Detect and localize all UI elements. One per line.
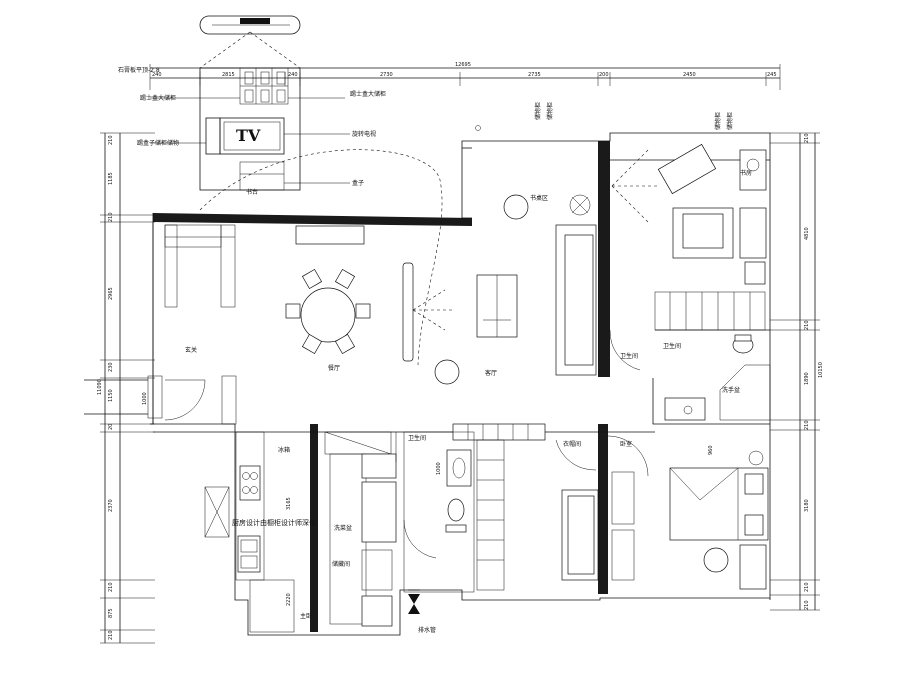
dim-left-0: 210: [108, 135, 114, 145]
label-cab-left2: 踢盒子储柜储物: [137, 139, 179, 147]
dim-left-2: 210: [108, 212, 114, 222]
dim-top-6: 2450: [683, 72, 696, 78]
second-bedroom: 衣帽间: [452, 423, 599, 591]
study-room: 储物柜 储物柜: [611, 112, 767, 285]
label-top-mid-1: 储物柜: [546, 102, 554, 120]
dim-left-9: 210: [108, 582, 114, 592]
dim-top-3: 2730: [380, 72, 393, 78]
dim-top-2: 240: [288, 72, 298, 78]
label-dining: 餐厅: [328, 364, 340, 372]
label-cab-left: 踢士盒大储柜: [140, 94, 176, 102]
dim-total-top: 12695: [455, 62, 471, 68]
dim-right-8: 210: [804, 600, 810, 610]
kitchen: 厨房设计由橱柜设计师深化 冰箱 洗菜盆 储藏间 主卧 3165 2220: [204, 431, 397, 633]
dim-inner-4: 960: [708, 445, 714, 455]
label-bath3: 卫生间: [408, 434, 426, 442]
label-top-mid-0: 储物柜: [534, 102, 542, 120]
dim-top-5: 200: [599, 72, 609, 78]
study-label-group: 书房: [740, 169, 752, 177]
master-bedroom: 卧室 960: [607, 435, 769, 590]
label-water-meter: 排水管: [418, 626, 436, 634]
dim-left-10: 875: [108, 608, 114, 618]
label-entrance: 玄关: [185, 346, 197, 354]
tv-text: TV: [236, 126, 261, 145]
dim-right-5: 210: [804, 420, 810, 430]
dim-right-4: 10150: [818, 362, 824, 378]
label-lower-note: 书桌区: [530, 194, 548, 202]
label-lower-right: 盒子: [352, 179, 364, 187]
label-lower-mid: 书台: [246, 188, 258, 196]
dim-right-6: 3180: [804, 499, 810, 512]
dim-left-3: 2965: [108, 287, 114, 300]
kitchen-note: 厨房设计由橱柜设计师深化: [232, 518, 316, 527]
dim-right-7: 210: [804, 582, 810, 592]
left-dimension-strip: 210 1185 210 2965 230 1150 11090 20 2370…: [97, 132, 155, 644]
dim-top-0: 240: [152, 72, 162, 78]
label-cab-right: 踢士盒大储柜: [350, 90, 386, 98]
top-dimension-strip: 12695 240 2815 240 2730 2735 200 2450 24…: [118, 62, 781, 90]
bath-bottom: 卫生间 排水管 1000: [403, 431, 475, 634]
dim-top-4: 2735: [528, 72, 541, 78]
dim-right-2: 210: [804, 320, 810, 330]
dim-inner-1: 3165: [286, 497, 292, 510]
dim-left-6: 11090: [97, 379, 103, 395]
main-walls: [153, 141, 610, 632]
dim-right-1: 4810: [804, 227, 810, 240]
label-tv-right: 旋转电视: [352, 130, 376, 138]
label-study: 书房: [740, 169, 752, 177]
dining-table: 餐厅: [285, 225, 371, 372]
label-master: 主卧: [300, 612, 312, 620]
dim-left-5: 1150: [108, 389, 114, 402]
label-pantry: 储藏间: [332, 560, 350, 568]
entrance-area: 玄关 1000: [84, 224, 237, 425]
label-bath1: 卫生间: [620, 352, 638, 360]
label-bath2: 卫生间: [663, 342, 681, 350]
label-top-right-1: 储物柜: [726, 112, 734, 130]
living-room: 书桌区 客厅 储物柜 储物柜: [199, 102, 597, 385]
right-dimension-strip: 210 4810 210 1890 10150 210 3180 210 210: [770, 132, 824, 611]
label-top-right-0: 储物柜: [714, 112, 722, 130]
dim-left-7: 20: [108, 424, 114, 430]
dim-left-1: 1185: [108, 172, 114, 185]
dim-right-0: 210: [804, 133, 810, 143]
dim-left-11: 210: [108, 630, 114, 640]
closet-bath-right: 卫生间 卫生间 洗手盆: [609, 291, 771, 421]
label-fridge: 冰箱: [278, 446, 290, 454]
label-wash: 洗手盆: [722, 386, 740, 394]
wall-top-note: 石膏板平顶-2.8: [118, 66, 160, 74]
label-living: 客厅: [485, 369, 497, 377]
dim-inner-0: 1000: [142, 392, 148, 405]
dim-top-1: 2815: [222, 72, 235, 78]
projector-elevation: [199, 15, 301, 69]
dim-inner-2: 2220: [286, 593, 292, 606]
dim-right-3: 1890: [804, 372, 810, 385]
dim-left-4: 230: [108, 362, 114, 372]
label-sink: 洗菜盆: [334, 524, 352, 532]
dim-top-7: 245: [767, 72, 777, 78]
label-closet: 衣帽间: [563, 440, 581, 448]
storage-elevation: TV 踢士盒大储柜 踢士盒大储柜 踢盒子储柜储物 旋转电视 盒子 书台: [137, 67, 386, 196]
label-bedroom-door: 卧室: [620, 440, 632, 448]
dim-left-8: 2370: [108, 499, 114, 512]
dim-inner-3: 1000: [436, 462, 442, 475]
